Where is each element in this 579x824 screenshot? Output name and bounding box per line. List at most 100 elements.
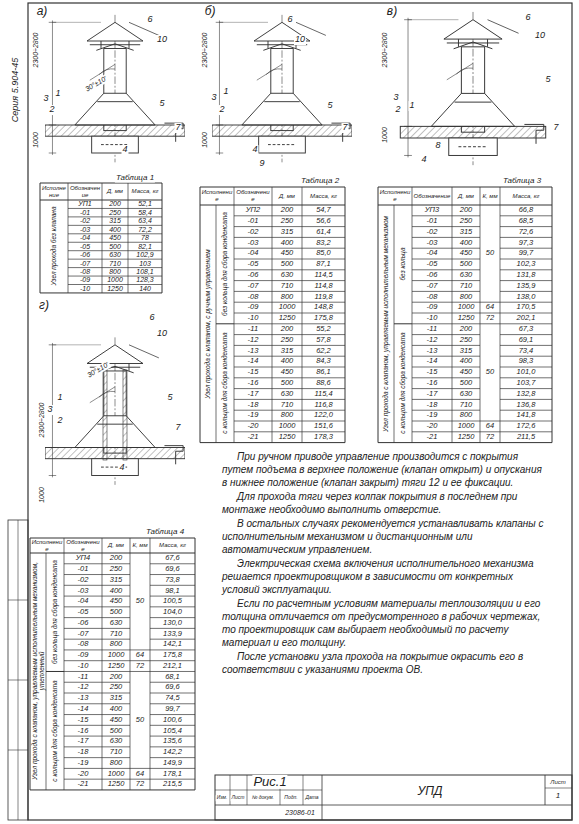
table-group-text: Узел прохода с клапаном, управляемым исп… (378, 205, 394, 443)
table-cell: 1250 (452, 313, 480, 324)
table-cell: 69,6 (150, 564, 195, 575)
table-cell: 250 (272, 335, 302, 346)
table-rule (68, 242, 162, 243)
table-cell: -18 (412, 399, 452, 410)
table-cell: 500 (452, 378, 480, 389)
callout-number: 7 (552, 123, 559, 133)
table-cell: 1000 (102, 768, 130, 779)
table-header: Обозначение (64, 538, 102, 553)
table-header: Обозначение (68, 183, 102, 200)
table-cell: 99,7 (500, 248, 552, 259)
table-cell: 50 (130, 553, 150, 650)
table-cell: 103 (128, 259, 162, 267)
table-cell: 72 (480, 432, 500, 443)
table-cell: 84,3 (302, 356, 345, 367)
table-header: Исполнение (200, 187, 234, 205)
table-header: Исполнение (378, 187, 412, 205)
table-cell: 64 (480, 302, 500, 313)
table-cell: 73,4 (500, 345, 552, 356)
table-cell: 72 (130, 661, 150, 672)
table-header: Масса, кг (500, 187, 552, 205)
table-cell: 630 (272, 270, 302, 281)
table-cell: 100,6 (150, 715, 195, 726)
table-cell: 178,1 (150, 768, 195, 779)
callout-number: 10 (534, 31, 546, 41)
table-cell: -16 (234, 378, 272, 389)
table-cell: -17 (64, 736, 102, 747)
callout-number: 1 (56, 393, 63, 403)
table-rule (68, 233, 162, 234)
table-cell: 151,6 (302, 421, 345, 432)
table-cell: 149,9 (150, 758, 195, 769)
table-cell: 138,0 (500, 291, 552, 302)
table-rule (150, 538, 151, 790)
callout-number: 7 (341, 123, 348, 133)
table-rule (200, 442, 345, 443)
table-cell: 132,8 (500, 389, 552, 400)
figure-letter: г) (38, 299, 50, 312)
table-cell: 315 (102, 575, 130, 586)
table-cell: -08 (412, 291, 452, 302)
note-text: При ручном приводе управление производит… (222, 450, 544, 489)
table-cell: 400 (102, 704, 130, 715)
table-cell: -03 (64, 585, 102, 596)
table-group-text: без кольца для сбора конденсата (46, 553, 64, 671)
table-header: Масса, кг (150, 538, 195, 553)
table-cell: -17 (412, 389, 452, 400)
table-cell: -03 (68, 225, 102, 233)
table-cell: 450 (102, 596, 130, 607)
table-cell: 200 (102, 671, 130, 682)
table-cell: 172,6 (500, 421, 552, 432)
table-cell: 101,0 (500, 367, 552, 378)
table-cell: -18 (234, 399, 272, 410)
table-cell: -08 (64, 639, 102, 650)
table-rule (480, 187, 481, 443)
table-cell: 315 (452, 345, 480, 356)
table-rule (234, 187, 235, 443)
table-header: Обозначение (234, 187, 272, 205)
callout-number: 3 (42, 94, 49, 104)
table-rule (68, 250, 162, 251)
table-cell: 202,1 (500, 313, 552, 324)
table-cell: 55,2 (302, 324, 345, 335)
table-cell: 108,1 (128, 268, 162, 276)
callout-number: 1 (222, 87, 229, 97)
table-cell: 78 (128, 234, 162, 242)
table-cell: 66,8 (500, 205, 552, 216)
table-cell: -17 (234, 389, 272, 400)
table-rule (500, 187, 501, 443)
table-cell: -06 (68, 251, 102, 259)
table-cell: 170,5 (500, 302, 552, 313)
callout-number: 3 (392, 93, 399, 103)
table-cell: 315 (272, 345, 302, 356)
table-cell: 136,8 (500, 399, 552, 410)
table-title: Таблица 4 (145, 528, 185, 537)
table-rule (102, 183, 103, 293)
table-cell: 315 (272, 227, 302, 238)
table-cell: -01 (64, 564, 102, 575)
table-cell: -05 (412, 259, 452, 270)
table-header: Масса, кг (302, 187, 345, 205)
table-rule (68, 267, 162, 268)
table-cell: 200 (272, 324, 302, 335)
table-rule (40, 183, 41, 293)
table-cell: 69,1 (500, 335, 552, 346)
table-cell: 72,2 (128, 225, 162, 233)
table-cell: 114,5 (302, 270, 345, 281)
table-rule (46, 671, 64, 672)
table-cell: 131,8 (500, 270, 552, 281)
table-rule (552, 187, 553, 443)
table-cell: -13 (412, 345, 452, 356)
title-block-text: Изм. (216, 795, 229, 801)
table-cell: 500 (272, 378, 302, 389)
table-cell: 500 (272, 259, 302, 270)
table-cell: 67,6 (150, 553, 195, 564)
table-cell: -19 (64, 758, 102, 769)
table-cell: 97,3 (500, 237, 552, 248)
table-cell: -14 (234, 356, 272, 367)
table-cell: 69,6 (150, 682, 195, 693)
table-cell: 800 (452, 410, 480, 421)
table-header: Д, мм (272, 187, 302, 205)
table-header: Исполнение (30, 538, 64, 553)
table-cell: 630 (272, 389, 302, 400)
